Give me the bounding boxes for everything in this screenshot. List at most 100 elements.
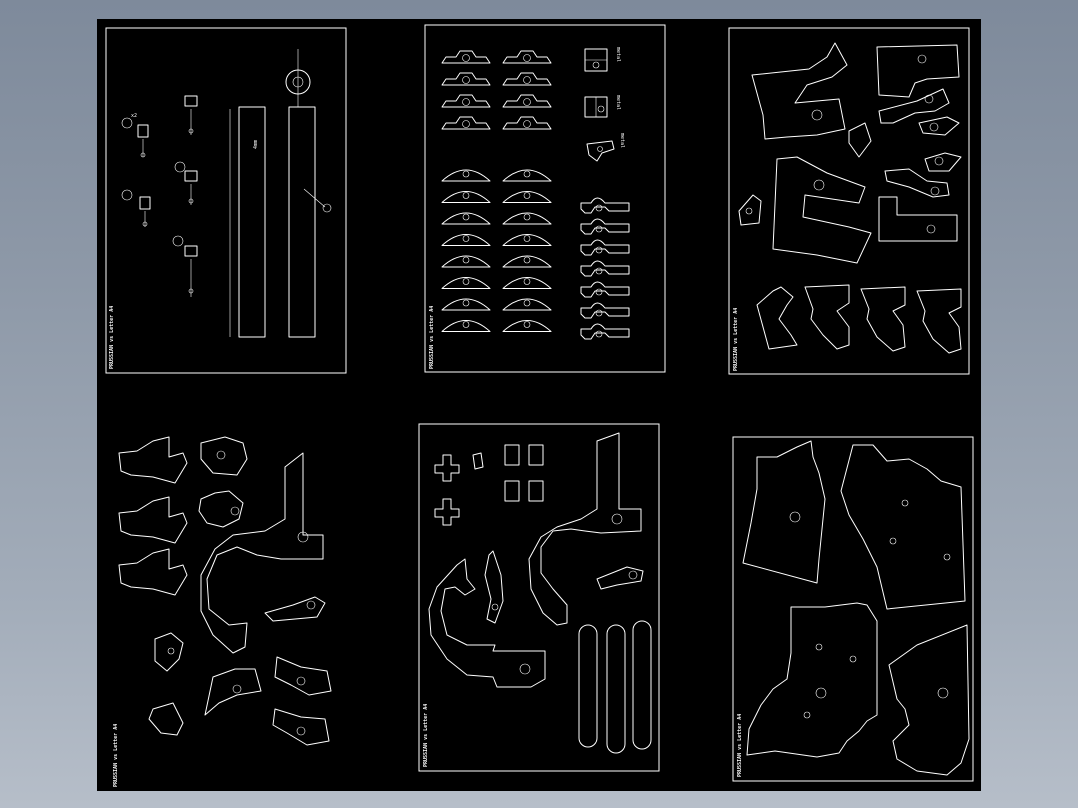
dome-part-2-7[interactable] — [502, 298, 552, 311]
dome-part-marker-2-3[interactable] — [523, 213, 531, 221]
grip-strip-3[interactable] — [632, 620, 652, 750]
dome-part-marker-1-6[interactable] — [462, 278, 470, 285]
notched-part-marker-1-1[interactable] — [462, 54, 470, 62]
notched-part-2-3[interactable] — [502, 94, 552, 108]
sheet-3[interactable]: PRUSSIAN vs Letter A4 — [728, 27, 970, 375]
clip-part-5[interactable] — [580, 281, 630, 298]
small-square-2[interactable] — [528, 444, 544, 466]
small-part-e[interactable] — [172, 235, 198, 297]
dome-part-2-4[interactable] — [502, 234, 552, 246]
sheet-5[interactable]: PRUSSIAN vs Letter A4 — [418, 423, 660, 772]
sheet-1[interactable]: PRUSSIAN vs Letter A4 4mm x2 — [105, 27, 347, 374]
frame-side-left-2[interactable] — [428, 558, 546, 688]
dome-part-marker-2-7[interactable] — [523, 299, 531, 307]
curved-part-2[interactable] — [274, 656, 332, 696]
dome-part-1-7[interactable] — [441, 298, 491, 311]
clip-part-marker-7[interactable] — [595, 330, 603, 338]
dome-part-1-5[interactable] — [441, 255, 491, 268]
clip-part-marker-1[interactable] — [595, 204, 603, 212]
small-angled-part[interactable] — [848, 122, 872, 158]
grip-panel-right[interactable] — [888, 624, 970, 776]
notched-part-1-3[interactable] — [441, 94, 491, 108]
notched-part-marker-1-2[interactable] — [462, 76, 470, 84]
clip-part-4[interactable] — [580, 260, 630, 277]
notched-parts-grid[interactable] — [441, 50, 552, 130]
dome-part-2-5[interactable] — [502, 255, 552, 268]
dome-part-2-8[interactable] — [502, 320, 552, 332]
clip-part-marker-2[interactable] — [595, 225, 603, 233]
dome-part-marker-1-7[interactable] — [462, 299, 470, 307]
frame-plate-top[interactable] — [840, 444, 966, 610]
dome-part-2-1[interactable] — [502, 169, 552, 182]
c-part-4[interactable] — [916, 288, 962, 354]
dome-part-1-1[interactable] — [441, 169, 491, 182]
dome-part-2-6[interactable] — [502, 277, 552, 289]
hammer-part-2[interactable] — [596, 566, 644, 590]
cad-drawing-canvas[interactable]: PRUSSIAN vs Letter A4 4mm x2 metal metal… — [97, 19, 981, 791]
clip-part-6[interactable] — [580, 302, 630, 319]
notched-part-marker-1-3[interactable] — [462, 98, 470, 106]
frame-side-right[interactable] — [528, 432, 642, 626]
clip-part-marker-4[interactable] — [595, 267, 603, 275]
small-pin[interactable] — [472, 452, 484, 470]
sheet-6[interactable]: PRUSSIAN vs Letter A4 — [732, 436, 974, 782]
dome-part-marker-2-1[interactable] — [523, 170, 531, 178]
long-bar-right[interactable] — [288, 106, 316, 338]
small-part-c[interactable] — [184, 95, 198, 135]
tab-part[interactable] — [198, 490, 244, 528]
dome-part-marker-2-6[interactable] — [523, 278, 531, 285]
clip-part-marker-6[interactable] — [595, 309, 603, 317]
frame-plate-bottom[interactable] — [746, 602, 878, 758]
notched-part-marker-2-1[interactable] — [523, 54, 531, 62]
long-bar-left[interactable] — [238, 106, 266, 338]
dome-part-1-6[interactable] — [441, 277, 491, 289]
trigger-bar[interactable] — [884, 168, 950, 198]
clip-part-marker-5[interactable] — [595, 288, 603, 296]
notched-part-marker-2-2[interactable] — [523, 76, 531, 84]
lever-part-1[interactable] — [878, 88, 950, 124]
grip-panel-left[interactable] — [742, 440, 826, 584]
curved-part-1[interactable] — [204, 668, 262, 716]
curved-part-3[interactable] — [272, 708, 330, 746]
grip-panel-large[interactable] — [751, 42, 848, 140]
small-part-b[interactable] — [121, 189, 151, 227]
metal-part-2[interactable] — [584, 96, 608, 118]
grip-left-1[interactable] — [118, 436, 188, 484]
small-part-hook[interactable] — [148, 702, 184, 736]
notched-part-2-4[interactable] — [502, 116, 552, 130]
frame-side-left[interactable] — [200, 452, 324, 654]
long-trigger[interactable] — [484, 550, 504, 624]
clip-part-1[interactable] — [580, 197, 630, 214]
small-square-3[interactable] — [504, 480, 520, 502]
metal-part-3[interactable] — [586, 140, 615, 162]
dome-part-marker-2-4[interactable] — [523, 235, 531, 242]
metal-part-1[interactable] — [584, 48, 608, 72]
dome-part-marker-2-8[interactable] — [523, 321, 531, 328]
notched-part-marker-2-4[interactable] — [523, 120, 531, 128]
cross-part-1[interactable] — [434, 454, 460, 482]
small-wedge-part[interactable] — [738, 194, 762, 226]
small-part-d[interactable] — [174, 161, 198, 205]
cam-part[interactable] — [200, 436, 248, 476]
clip-part-marker-3[interactable] — [595, 246, 603, 254]
grip-strip-2[interactable] — [606, 624, 626, 754]
sheet-2[interactable]: metal metal metal PRUSSIAN vs Letter A4 — [424, 24, 666, 373]
dome-part-1-8[interactable] — [441, 320, 491, 332]
clip-part-2[interactable] — [580, 218, 630, 235]
small-part-a[interactable] — [121, 117, 149, 158]
block-part-top[interactable] — [876, 44, 960, 98]
dome-part-2-2[interactable] — [502, 191, 552, 203]
hammer-part[interactable] — [264, 596, 326, 622]
sheet-4[interactable]: PRUSSIAN vs Letter A4 — [113, 436, 332, 787]
notched-part-1-4[interactable] — [441, 116, 491, 130]
notched-part-1-2[interactable] — [441, 72, 491, 86]
notched-part-1-1[interactable] — [441, 50, 491, 64]
dome-part-2-3[interactable] — [502, 212, 552, 225]
dome-part-1-3[interactable] — [441, 212, 491, 225]
dome-part-marker-1-1[interactable] — [462, 170, 470, 178]
notched-part-2-2[interactable] — [502, 72, 552, 86]
c-part-2[interactable] — [804, 284, 850, 350]
grip-left-2[interactable] — [118, 496, 188, 544]
dome-part-marker-1-5[interactable] — [462, 256, 470, 264]
grip-left-3[interactable] — [118, 548, 188, 596]
